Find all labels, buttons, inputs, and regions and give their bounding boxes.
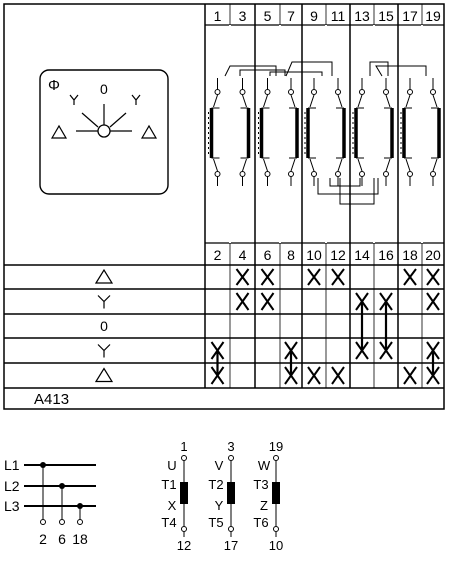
bottom-contact-number: 14 bbox=[354, 247, 370, 263]
delta-symbol-icon bbox=[94, 367, 114, 383]
diagram-frame bbox=[3, 3, 445, 410]
winding-coil bbox=[180, 482, 188, 504]
line-label: L1 bbox=[4, 457, 20, 473]
closed-contact-mark bbox=[426, 292, 440, 311]
dial-wye-left-icon bbox=[69, 94, 79, 105]
top-contact-number: 11 bbox=[331, 8, 346, 24]
winding-bottom-number: 10 bbox=[269, 538, 283, 553]
bottom-contact-number: 10 bbox=[306, 247, 322, 263]
position-label: 0 bbox=[100, 318, 108, 334]
top-contact-number: 17 bbox=[402, 8, 418, 24]
top-contact-number: 13 bbox=[354, 8, 370, 24]
delta-symbol-icon bbox=[94, 268, 114, 284]
contact-columns bbox=[229, 4, 423, 388]
bottom-contact-number: 8 bbox=[287, 247, 295, 263]
dial-knob bbox=[97, 124, 111, 138]
winding-coil bbox=[272, 482, 280, 504]
winding-top-number: 3 bbox=[227, 439, 234, 454]
position-row bbox=[97, 341, 440, 360]
contact-module bbox=[208, 78, 251, 186]
line-terminal-number: 18 bbox=[72, 531, 88, 547]
line-terminal-number: 6 bbox=[58, 531, 66, 547]
position-row bbox=[97, 292, 440, 311]
winding-bottom-label: Z bbox=[260, 498, 268, 513]
winding-top-number: 19 bbox=[269, 439, 283, 454]
dial-zero-label: 0 bbox=[100, 81, 108, 97]
winding-coil bbox=[227, 482, 235, 504]
closed-contact-mark bbox=[331, 366, 345, 385]
top-contact-number: 5 bbox=[264, 8, 272, 24]
switching-table: 0 bbox=[4, 264, 444, 385]
closed-contact-mark bbox=[403, 366, 417, 385]
top-contact-number: 1 bbox=[214, 8, 222, 24]
winding-top-label: U bbox=[167, 458, 176, 473]
closed-contact-mark bbox=[307, 268, 321, 286]
closed-contact-mark bbox=[235, 268, 250, 286]
wye-symbol-icon bbox=[97, 344, 111, 358]
line-label: L3 bbox=[4, 498, 20, 514]
position-row bbox=[94, 366, 440, 385]
bottom-contact-number: 12 bbox=[330, 247, 346, 263]
winding-top-number: 1 bbox=[180, 439, 187, 454]
winding-bottom-label: X bbox=[168, 498, 177, 513]
winding-name: T3 bbox=[253, 477, 268, 492]
winding-bottom-number: 17 bbox=[224, 538, 238, 553]
position-row: 0 bbox=[100, 318, 108, 334]
bottom-contact-number: 16 bbox=[378, 247, 394, 263]
top-contact-number: 19 bbox=[425, 8, 441, 24]
contact-module bbox=[258, 78, 299, 186]
winding-bottom-name: T6 bbox=[253, 515, 268, 530]
top-contact-number: 9 bbox=[310, 8, 318, 24]
line-label: L2 bbox=[4, 478, 20, 494]
top-contact-number: 3 bbox=[239, 8, 247, 24]
contact-module bbox=[304, 78, 346, 186]
winding-top-label: W bbox=[258, 458, 271, 473]
winding-name: T2 bbox=[208, 477, 223, 492]
contact-schematic bbox=[208, 61, 441, 205]
winding-top-label: V bbox=[215, 458, 224, 473]
line-terminal-number: 2 bbox=[39, 531, 47, 547]
position-row bbox=[94, 268, 440, 286]
bottom-contact-number: 4 bbox=[239, 247, 247, 263]
winding-name: T1 bbox=[161, 477, 176, 492]
phase-symbol: Φ bbox=[48, 77, 60, 94]
closed-contact-mark bbox=[403, 268, 417, 286]
closed-contact-mark bbox=[331, 268, 345, 286]
wye-symbol-icon bbox=[97, 295, 111, 309]
contact-module bbox=[352, 78, 394, 186]
winding-bottom-number: 12 bbox=[177, 538, 191, 553]
bottom-contact-number: 6 bbox=[264, 247, 272, 263]
contact-module bbox=[400, 78, 441, 186]
dial-wye-right-icon bbox=[131, 94, 141, 105]
winding-bottom-name: T5 bbox=[208, 515, 223, 530]
closed-contact-mark bbox=[260, 268, 275, 286]
dial-delta-left-icon bbox=[50, 124, 68, 139]
bottom-contact-number: 18 bbox=[402, 247, 418, 263]
dial-frame bbox=[39, 69, 169, 195]
bottom-contact-number: 2 bbox=[214, 247, 222, 263]
closed-contact-mark bbox=[235, 292, 250, 311]
model-label: A413 bbox=[34, 391, 69, 408]
top-contact-number: 7 bbox=[287, 8, 295, 24]
top-contact-number: 15 bbox=[378, 8, 394, 24]
bottom-contact-number: 20 bbox=[425, 247, 441, 263]
closed-contact-mark bbox=[426, 268, 440, 286]
closed-contact-mark bbox=[260, 292, 275, 311]
closed-contact-mark bbox=[307, 366, 321, 385]
winding-bottom-label: Y bbox=[215, 498, 224, 513]
dial-delta-right-icon bbox=[140, 124, 158, 139]
selector-dial: Φ 0 bbox=[39, 69, 169, 195]
winding-bottom-name: T4 bbox=[161, 515, 176, 530]
